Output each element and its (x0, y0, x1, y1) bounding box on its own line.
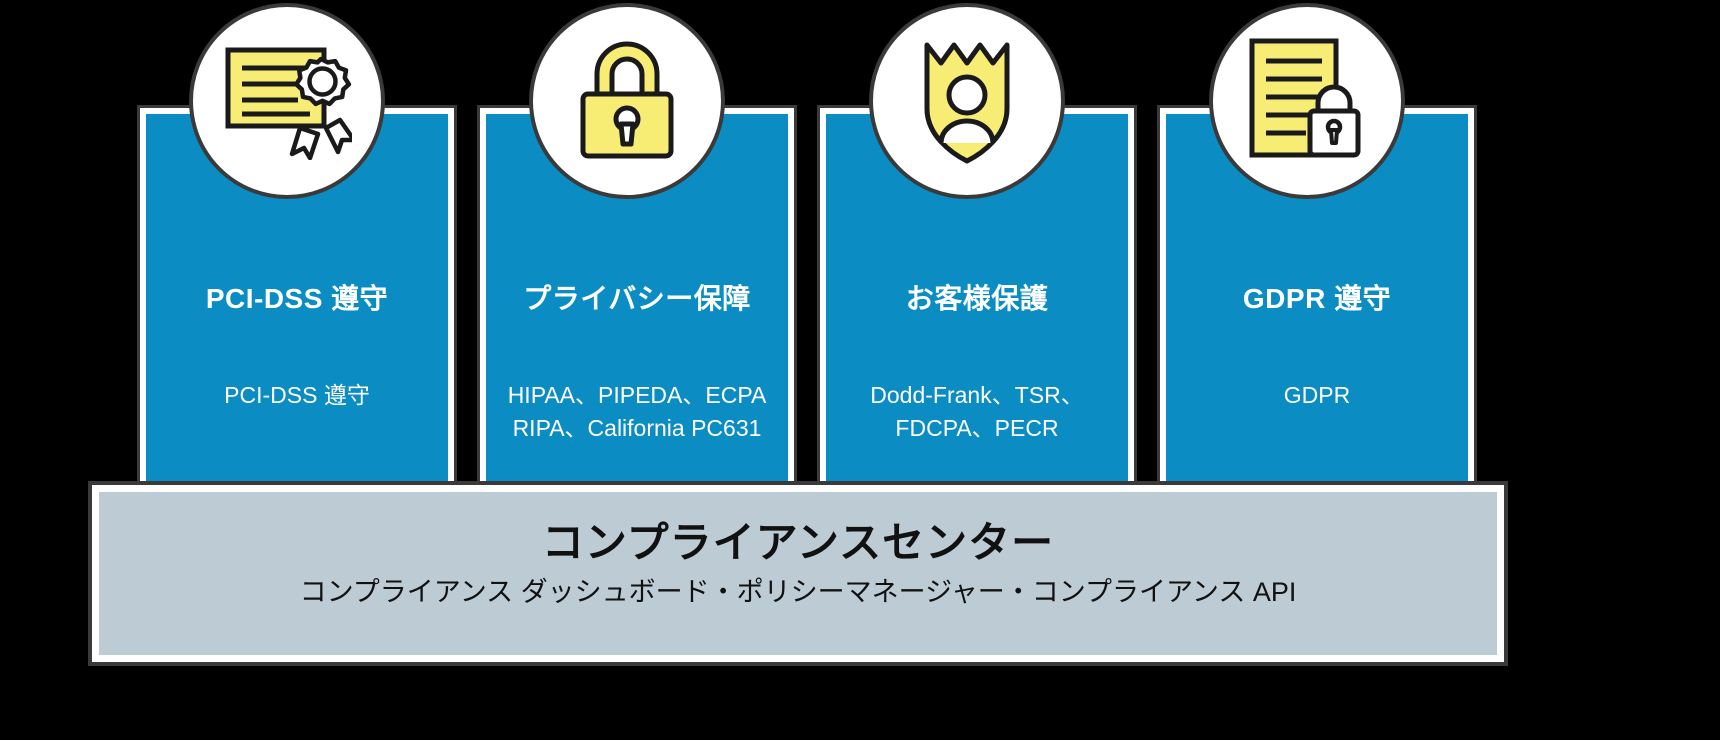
pillar-description-line1: PCI-DSS 遵守 (224, 382, 370, 408)
certificate-icon (225, 47, 352, 160)
compliance-center-body: コンプライアンスセンター コンプライアンス ダッシュボード・ポリシーマネージャー… (99, 492, 1497, 655)
pillar-description-line1: Dodd-Frank、TSR、 (870, 382, 1084, 408)
pillar-description-line1: GDPR (1283, 382, 1351, 408)
compliance-center-bar[interactable]: コンプライアンスセンター コンプライアンス ダッシュボード・ポリシーマネージャー… (88, 481, 1508, 666)
pillar-card-gdpr[interactable]: GDPR 遵守 GDPR (1157, 105, 1477, 520)
pillar-body: お客様保護 Dodd-Frank、TSR、 FDCPA、PECR (826, 114, 1128, 511)
pillar-description: GDPR (1172, 379, 1462, 412)
pillar-card-privacy[interactable]: プライバシー保障 HIPAA、PIPEDA、ECPA RIPA、Californ… (477, 105, 797, 520)
compliance-center-title: コンプライアンスセンター (541, 519, 1055, 567)
shield-person-icon (924, 42, 1010, 164)
pillar-title: お客様保護 (905, 283, 1049, 314)
compliance-center-subtitle: コンプライアンス ダッシュボード・ポリシーマネージャー・コンプライアンス API (299, 577, 1297, 608)
icon-bubble-document-lock (1209, 3, 1405, 199)
pillar-description: Dodd-Frank、TSR、 FDCPA、PECR (832, 379, 1122, 446)
pillar-card-customer-protection[interactable]: お客様保護 Dodd-Frank、TSR、 FDCPA、PECR (817, 105, 1137, 520)
pillar-description-line2: RIPA、California PC631 (512, 415, 762, 442)
pillar-description-line1: HIPAA、PIPEDA、ECPA (507, 382, 767, 408)
icon-bubble-shield-person (869, 3, 1065, 199)
padlock-icon (580, 41, 674, 159)
pillar-title: GDPR 遵守 (1242, 283, 1392, 314)
pillar-title: プライバシー保障 (523, 283, 751, 314)
document-lock-icon (1249, 38, 1361, 158)
pillar-description: PCI-DSS 遵守 (152, 379, 442, 412)
icon-bubble-certificate (189, 3, 385, 199)
pillar-title: PCI-DSS 遵守 (205, 283, 389, 314)
icon-bubble-padlock (529, 3, 725, 199)
pillar-description: HIPAA、PIPEDA、ECPA RIPA、California PC631 (492, 379, 782, 446)
pillar-description-line2: FDCPA、PECR (895, 415, 1059, 442)
